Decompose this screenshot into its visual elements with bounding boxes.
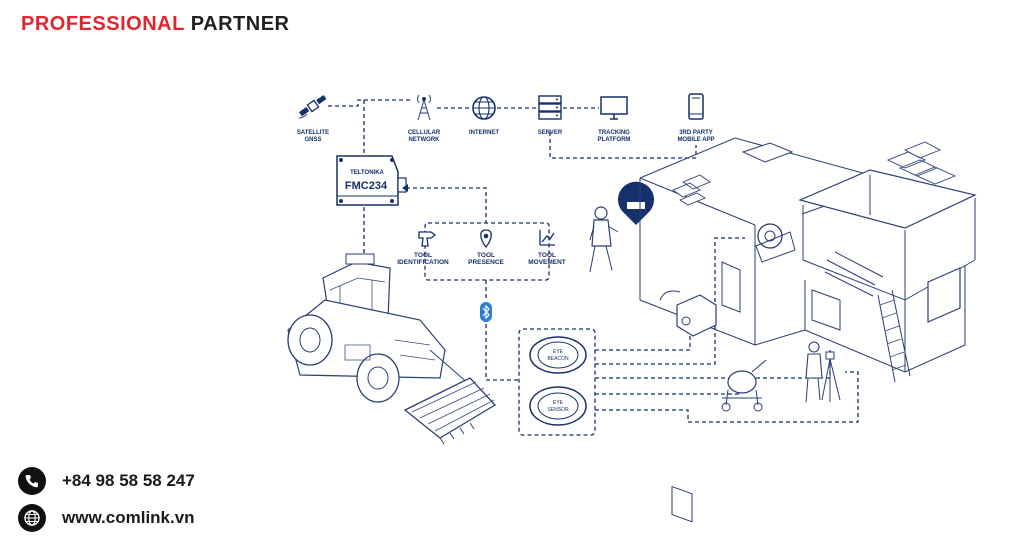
tool-presence-label-2: PRESENCE bbox=[468, 259, 504, 266]
bluetooth-to-beacons-connector bbox=[485, 324, 519, 381]
mobile-app-label-1: 3RD PARTY bbox=[679, 130, 713, 136]
phone-icon bbox=[18, 467, 46, 495]
bluetooth-icon bbox=[480, 302, 492, 322]
wheel-loader bbox=[287, 253, 497, 445]
fmc234-device bbox=[336, 155, 407, 206]
satellite-label-2: GNSS bbox=[304, 137, 321, 143]
cement-mixer bbox=[721, 359, 767, 412]
globe-icon bbox=[18, 504, 46, 532]
eye-sensor-label-2: SENSOR bbox=[547, 407, 569, 413]
phone-contact[interactable]: +84 98 58 58 247 bbox=[18, 467, 195, 495]
device-to-tools-connector bbox=[406, 187, 487, 223]
building bbox=[639, 137, 977, 523]
surveyor-figure bbox=[805, 341, 841, 403]
server-icon bbox=[538, 95, 562, 120]
location-pin-icon bbox=[480, 229, 492, 249]
drill-icon bbox=[418, 231, 437, 247]
website-url[interactable]: www.comlink.vn bbox=[62, 508, 195, 527]
movement-icon bbox=[539, 230, 555, 246]
generator-machine bbox=[659, 290, 717, 337]
teltonika-brand: TELTONIKA bbox=[350, 170, 384, 176]
tracking-label-1: TRACKING bbox=[598, 130, 630, 136]
satellite-icon bbox=[298, 94, 327, 119]
eye-sensor-device bbox=[529, 386, 587, 426]
internet-globe-icon bbox=[472, 96, 496, 120]
phone-number[interactable]: +84 98 58 58 247 bbox=[62, 471, 195, 490]
fmc234-model: FMC234 bbox=[345, 180, 388, 192]
tool-identification-label-1: TOOL bbox=[414, 252, 432, 259]
top-row-connectors bbox=[328, 99, 697, 159]
eye-beacon-label-2: BEACON bbox=[547, 356, 569, 362]
eye-beacon-device bbox=[529, 336, 587, 374]
tools-box bbox=[424, 222, 550, 281]
arrow-left-icon bbox=[402, 184, 408, 192]
tracking-label-2: PLATFORM bbox=[598, 137, 631, 143]
cellular-label-1: CELLULAR bbox=[408, 130, 441, 136]
satellite-label-1: SATELLITE bbox=[297, 130, 329, 136]
location-marker-icon bbox=[618, 181, 654, 225]
brand-part-partner: PARTNER bbox=[190, 13, 290, 35]
worker-figure bbox=[589, 206, 619, 273]
tool-identification-label-2: IDENTIFICATION bbox=[397, 259, 449, 266]
beacons-box bbox=[518, 328, 596, 436]
tool-presence-label-1: TOOL bbox=[477, 252, 495, 259]
internet-label: INTERNET bbox=[469, 130, 499, 136]
tool-movement-label-1: TOOL bbox=[538, 252, 556, 259]
eye-sensor-label-1: EYE bbox=[553, 400, 564, 406]
cellular-label-2: NETWORK bbox=[409, 137, 441, 143]
website-contact[interactable]: www.comlink.vn bbox=[18, 504, 195, 532]
tool-movement-label-2: MOVEMENT bbox=[528, 259, 566, 266]
cell-tower-icon bbox=[417, 94, 431, 121]
eye-beacon-label-1: EYE bbox=[553, 349, 564, 355]
brand-part-professional: PROFESSIONAL bbox=[21, 13, 185, 35]
mobile-app-label-2: MOBILE APP bbox=[677, 137, 714, 143]
saw-machine bbox=[755, 223, 796, 263]
mobile-phone-icon bbox=[688, 93, 704, 120]
monitor-icon bbox=[600, 96, 628, 120]
